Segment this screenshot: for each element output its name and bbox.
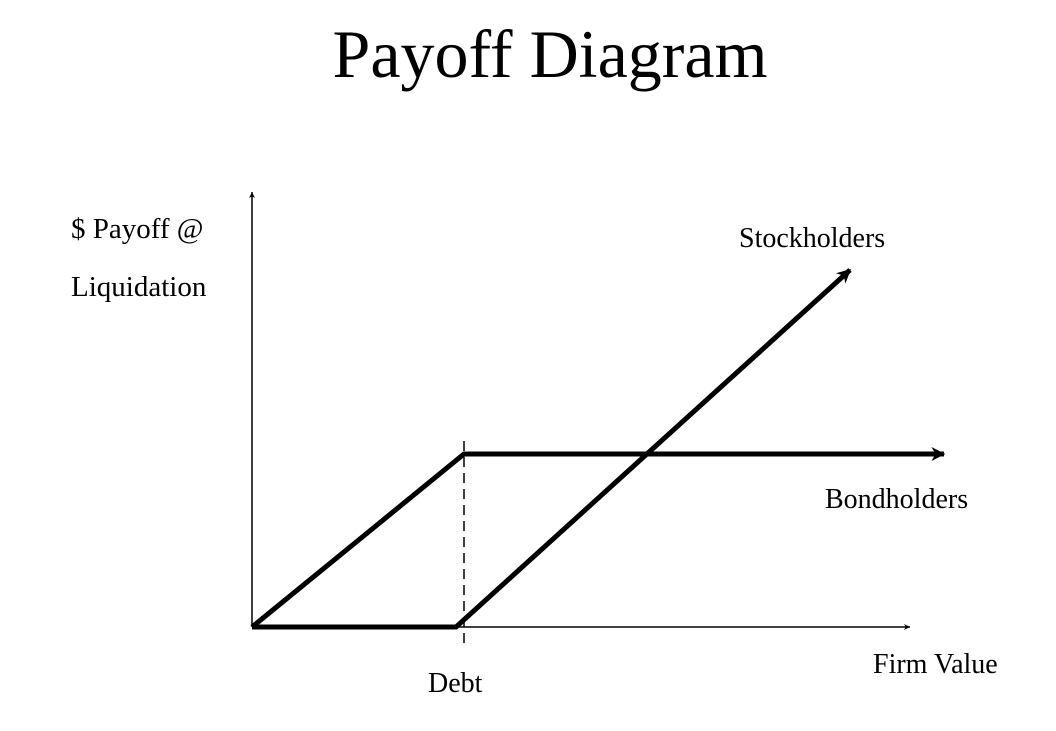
bondholders-line bbox=[250, 447, 946, 629]
debt-label: Debt bbox=[428, 668, 483, 699]
stockholders-label: Stockholders bbox=[739, 223, 886, 254]
page-title: Payoff Diagram bbox=[332, 16, 768, 92]
y-axis-label-line2: Liquidation bbox=[71, 271, 207, 303]
y-axis-label-line1: $ Payoff @ bbox=[71, 213, 204, 245]
bondholders-label: Bondholders bbox=[825, 484, 969, 515]
x-axis-label: Firm Value bbox=[873, 649, 998, 680]
stockholders-line bbox=[252, 268, 852, 630]
